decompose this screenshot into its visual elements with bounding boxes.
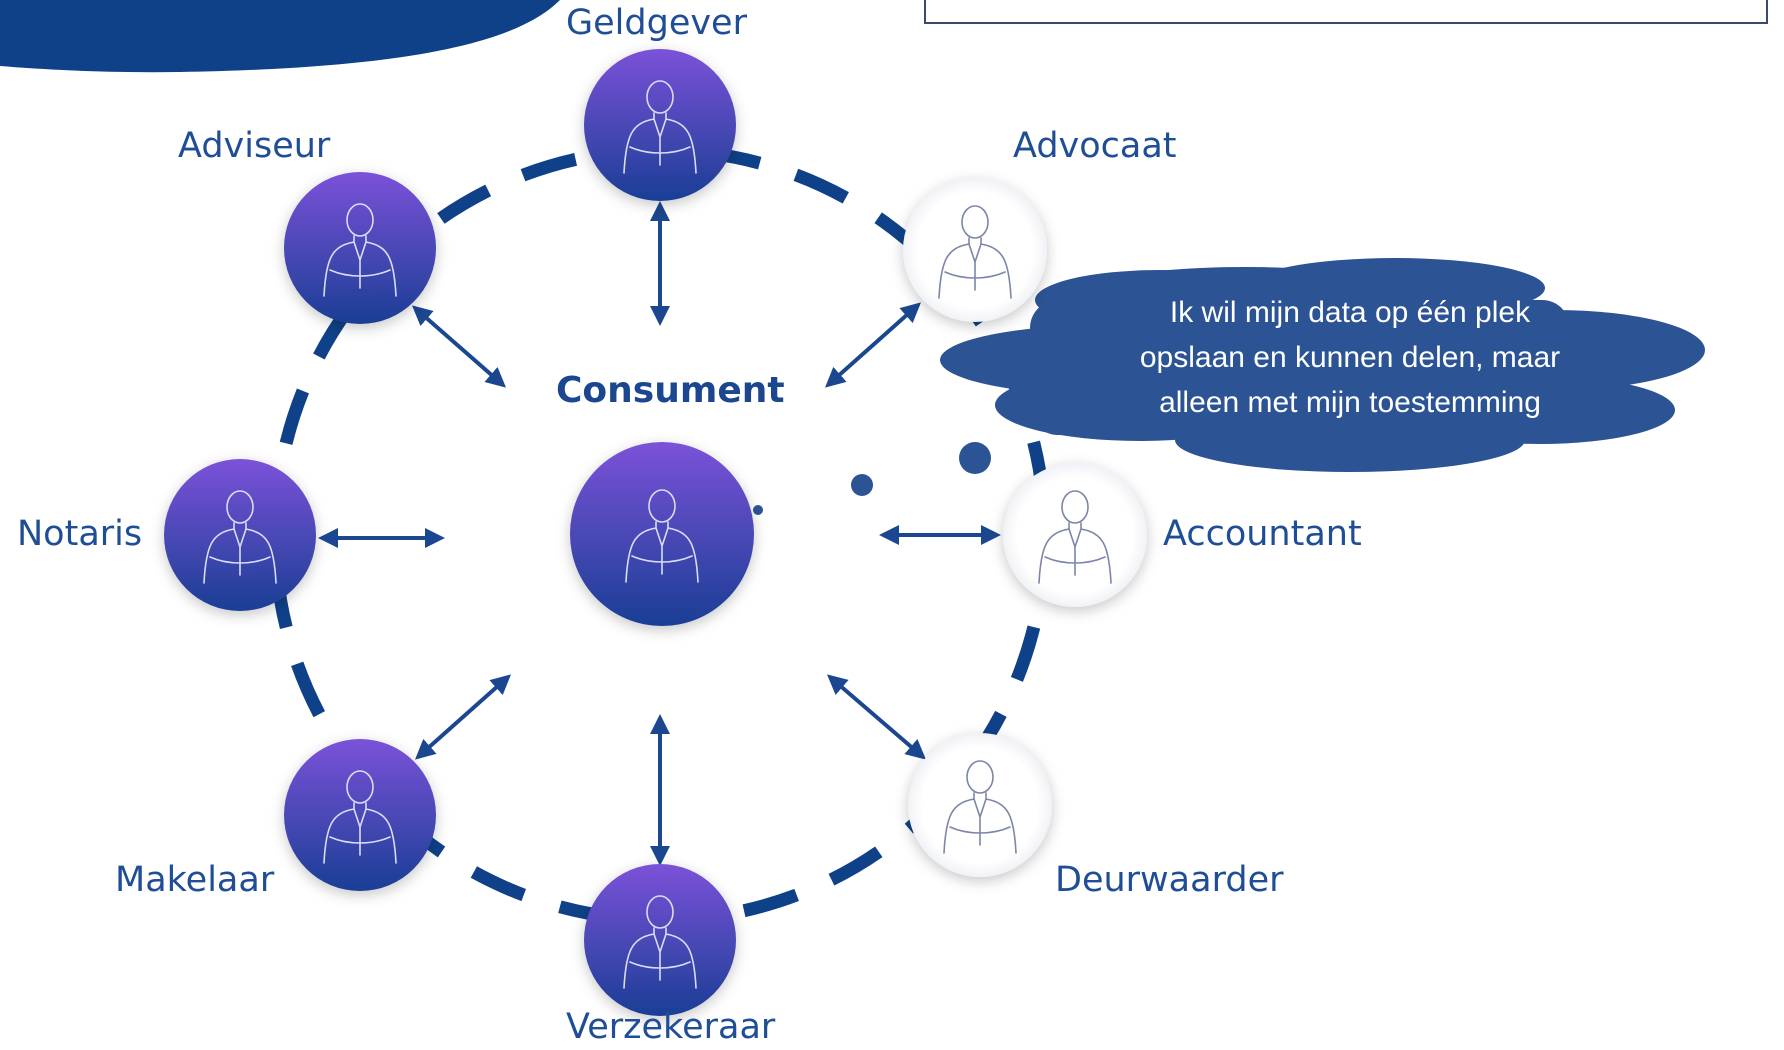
arrow-deurwaarder-consument bbox=[826, 674, 927, 760]
man-at-desk-icon bbox=[203, 490, 277, 584]
bubble-dot-medium bbox=[851, 474, 873, 496]
node-label-makelaar: Makelaar bbox=[115, 860, 275, 900]
header-banner-shape bbox=[0, 0, 560, 73]
arrow-makelaar-consument bbox=[415, 674, 511, 760]
node-geldgever bbox=[584, 49, 736, 201]
man-with-glasses-icon bbox=[943, 760, 1017, 854]
node-deurwaarder-circle bbox=[908, 733, 1052, 877]
man-handshake-icon bbox=[623, 80, 697, 174]
node-consument-circle bbox=[570, 442, 754, 626]
thought-bubble-text: Ik wil mijn data op één plek opslaan en … bbox=[1030, 290, 1670, 425]
node-label-deurwaarder: Deurwaarder bbox=[1055, 860, 1284, 900]
arrow-adviseur-consument bbox=[411, 305, 507, 388]
node-accountant bbox=[1003, 463, 1147, 607]
node-notaris bbox=[164, 459, 316, 611]
node-label-adviseur: Adviseur bbox=[178, 126, 331, 166]
node-adviseur-circle bbox=[284, 172, 436, 324]
bubble-dot-large bbox=[959, 442, 991, 474]
node-makelaar-circle bbox=[284, 739, 436, 891]
thought-line-3: alleen met mijn toestemming bbox=[1159, 386, 1541, 419]
node-label-geldgever: Geldgever bbox=[566, 3, 747, 43]
man-writing-icon bbox=[1038, 490, 1112, 584]
man-arms-crossed-icon bbox=[623, 895, 697, 989]
node-adviseur bbox=[284, 172, 436, 324]
woman-arms-crossed-icon bbox=[323, 770, 397, 864]
node-label-accountant: Accountant bbox=[1163, 514, 1362, 554]
thought-line-2: opslaan en kunnen delen, maar bbox=[1139, 341, 1561, 374]
node-makelaar bbox=[284, 739, 436, 891]
center-label-consument: Consument bbox=[556, 370, 785, 411]
node-consument bbox=[570, 442, 754, 626]
node-label-notaris: Notaris bbox=[17, 514, 143, 554]
node-deurwaarder bbox=[908, 733, 1052, 877]
node-advocaat-circle bbox=[903, 178, 1047, 322]
node-accountant-circle bbox=[1003, 463, 1147, 607]
arrow-advocaat-consument bbox=[825, 302, 921, 388]
thought-line-1: Ik wil mijn data op één plek bbox=[1169, 296, 1531, 329]
man-in-suit-icon bbox=[938, 205, 1012, 299]
title-box bbox=[924, 0, 1768, 24]
node-verzekeraar bbox=[584, 864, 736, 1016]
node-label-advocaat: Advocaat bbox=[1013, 126, 1177, 166]
bubble-dot-small bbox=[753, 505, 763, 515]
thought-bubble bbox=[753, 258, 1705, 515]
node-notaris-circle bbox=[164, 459, 316, 611]
woman-with-phone-icon bbox=[625, 489, 699, 583]
node-geldgever-circle bbox=[584, 49, 736, 201]
node-advocaat bbox=[903, 178, 1047, 322]
woman-on-phone-icon bbox=[323, 203, 397, 297]
node-verzekeraar-circle bbox=[584, 864, 736, 1016]
node-label-verzekeraar: Verzekeraar bbox=[566, 1007, 776, 1047]
